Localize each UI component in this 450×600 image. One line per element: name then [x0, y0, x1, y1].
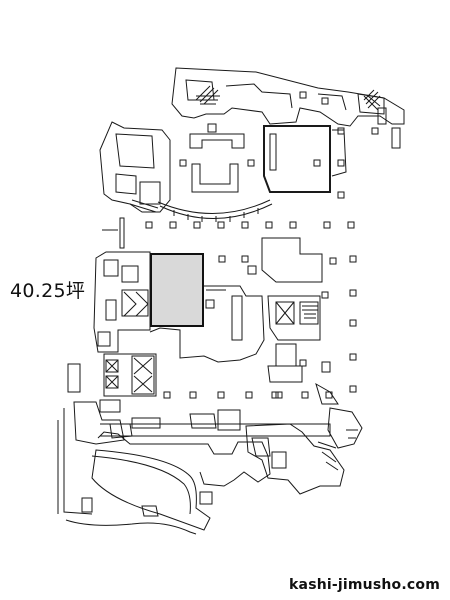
structural-columns	[145, 127, 379, 399]
area-label: 40.25坪	[10, 280, 86, 302]
highlighted-unit	[150, 253, 204, 327]
top-annex	[171, 67, 405, 149]
left-upper-wing	[99, 121, 171, 213]
central-core	[103, 353, 157, 397]
left-core	[93, 217, 151, 353]
site-watermark: kashi-jimusho.com	[289, 577, 440, 593]
stairs	[195, 85, 381, 311]
lower-left-block	[57, 363, 133, 515]
podium	[65, 409, 331, 535]
lobby-area	[157, 123, 347, 222]
lower-right-wing	[245, 407, 363, 495]
